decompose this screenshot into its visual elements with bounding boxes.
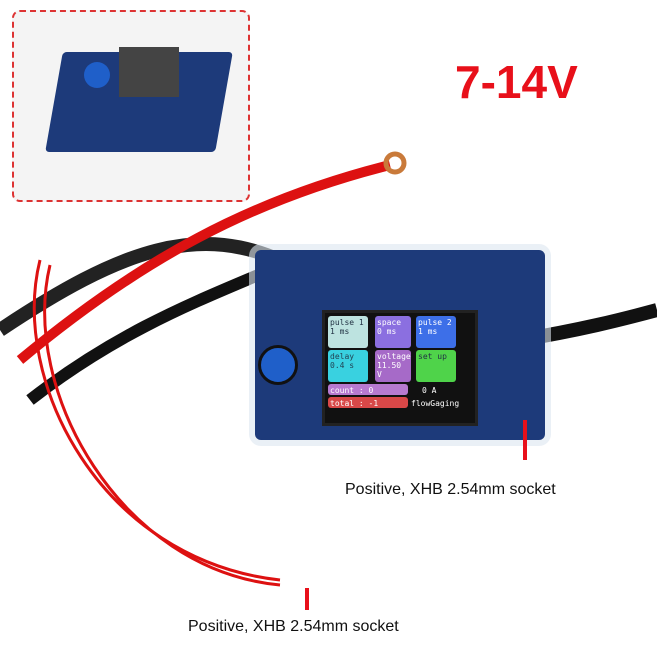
setup-cell: set up xyxy=(416,350,456,382)
mode-label: flowGaging xyxy=(411,399,460,408)
caption-right-socket: Positive, XHB 2.54mm socket xyxy=(345,481,556,498)
arrow-right-socket xyxy=(523,420,527,460)
voltage-range-label: 7-14V xyxy=(455,56,578,108)
current-readout: 0 A xyxy=(422,386,437,395)
total-bar: total : -1 xyxy=(328,397,408,408)
arrow-bottom-socket xyxy=(305,588,309,610)
count-bar: count : 0 xyxy=(328,384,408,395)
rotary-knob xyxy=(258,345,298,385)
caption-bottom-socket: Positive, XHB 2.54mm socket xyxy=(188,618,399,635)
enclosure-inset-photo xyxy=(12,10,250,202)
